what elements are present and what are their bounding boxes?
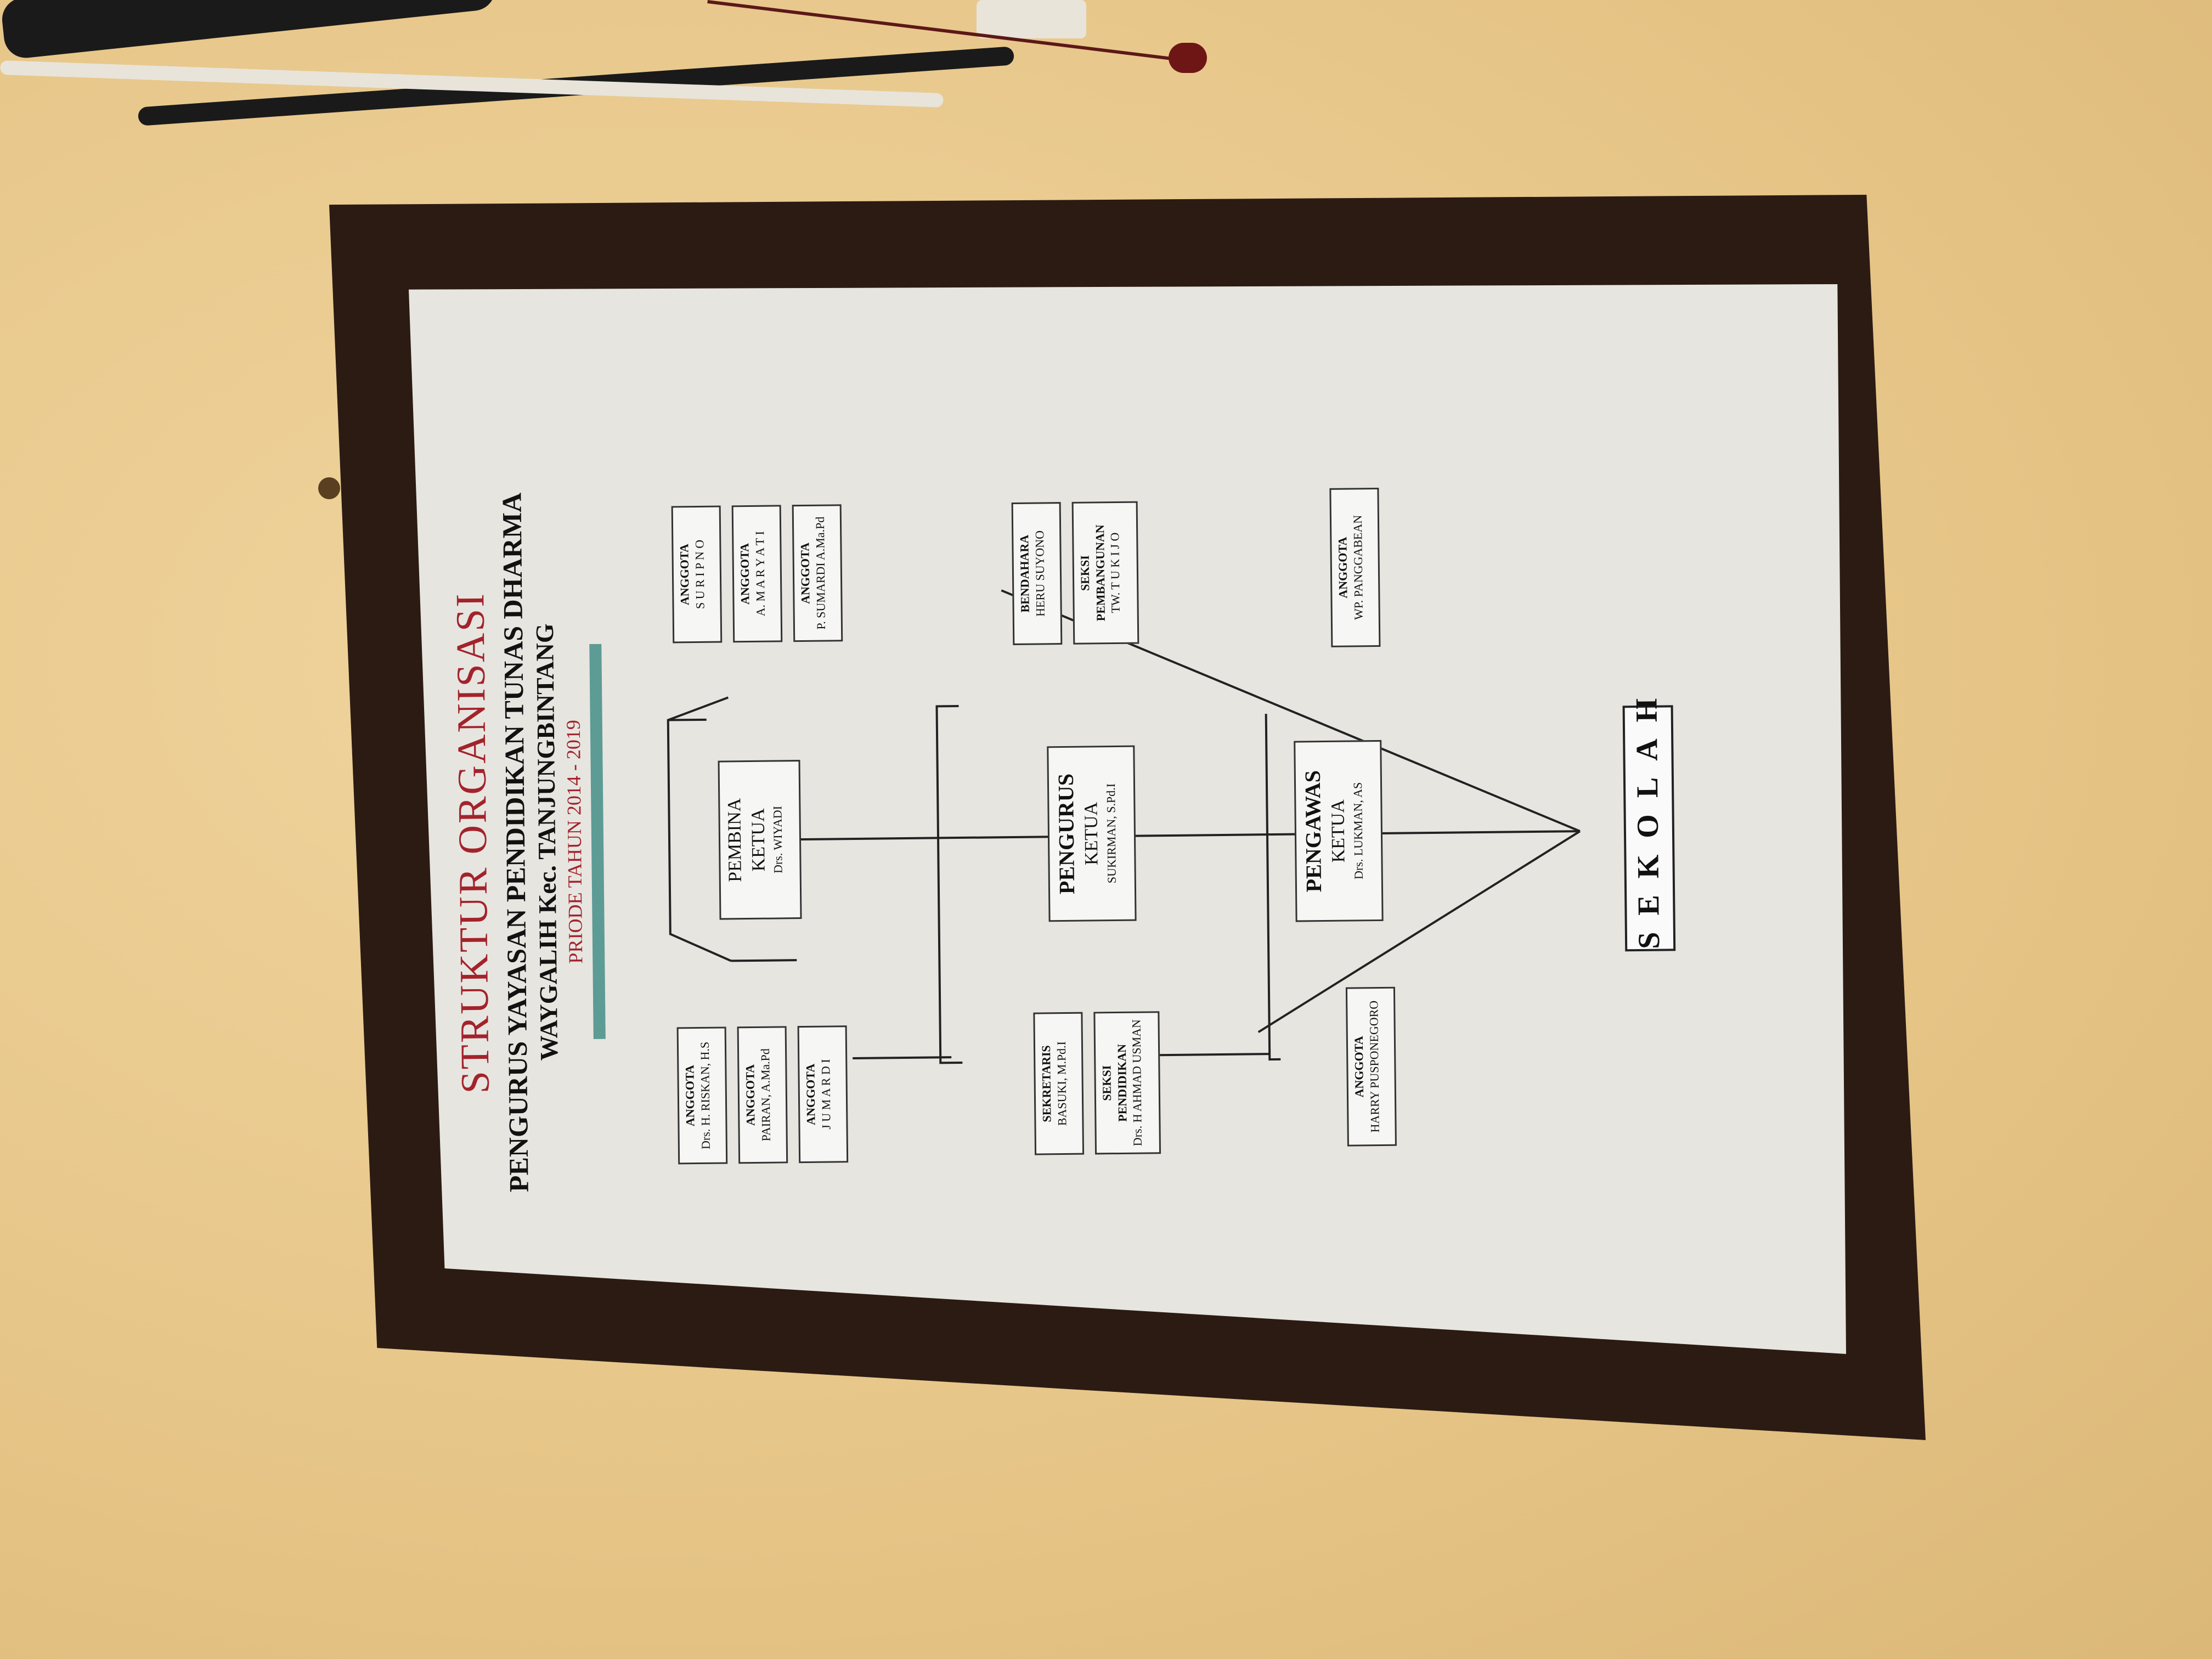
anggota-name: WP. PANGGABEAN bbox=[1350, 515, 1365, 620]
anggota-role: ANGGOTA bbox=[798, 542, 812, 605]
anggota-role: ANGGOTA bbox=[803, 1063, 818, 1126]
bendahara-name: HERU SUYONO bbox=[1032, 530, 1047, 617]
red-plug bbox=[1169, 43, 1207, 73]
pengurus-ketua-box: PENGURUS KETUA SUKIRMAN, S.Pd.I bbox=[1047, 745, 1137, 922]
seksi-role: SEKSI bbox=[1077, 555, 1092, 591]
seksi-pendidikan-box: SEKSI PENDIDIKAN Drs. H AHMAD USMAN bbox=[1093, 1011, 1161, 1155]
anggota-name: Drs. H. RISKAN, H.S bbox=[697, 1041, 713, 1150]
pengurus-ketua-label: KETUA bbox=[1081, 802, 1102, 866]
pengurus-label: PENGURUS bbox=[1053, 773, 1080, 895]
anggota-box: ANGGOTA Drs. H. RISKAN, H.S bbox=[676, 1026, 728, 1165]
seksi-role-detail: PEMBANGUNAN bbox=[1092, 524, 1108, 622]
sekolah-box: SEKOLAH bbox=[1622, 682, 1676, 952]
org-chart-poster: STRUKTUR ORGANISASI PENGURUS YAYASAN PEN… bbox=[407, 402, 1722, 1272]
sekretaris-name: BASUKI, M.Pd.I bbox=[1054, 1041, 1069, 1126]
pembina-ketua-label: KETUA bbox=[747, 808, 769, 872]
seksi-role: SEKSI bbox=[1099, 1065, 1114, 1101]
anggota-box: ANGGOTA P. SUMARDI A.Ma.Pd bbox=[792, 504, 843, 642]
anggota-name: S U R I P N O bbox=[692, 539, 707, 610]
anggota-box: ANGGOTA J U M A R D I bbox=[797, 1025, 849, 1164]
sekretaris-box: SEKRETARIS BASUKI, M.Pd.I bbox=[1033, 1012, 1085, 1155]
sekretaris-role: SEKRETARIS bbox=[1039, 1045, 1054, 1122]
anggota-box: ANGGOTA HARRY PUSPONEGORO bbox=[1345, 986, 1397, 1147]
anggota-role: ANGGOTA bbox=[1351, 1036, 1367, 1098]
pengawas-ketua-label: KETUA bbox=[1328, 799, 1349, 863]
pembina-label: PEMBINA bbox=[724, 798, 746, 882]
anggota-name: PAIRAN, A.Ma.Pd bbox=[758, 1048, 773, 1142]
anggota-role: ANGGOTA bbox=[677, 544, 692, 606]
pengawas-ketua-box: PENGAWAS KETUA Drs. LUKMAN, AS bbox=[1294, 740, 1384, 922]
frame-hook-top bbox=[318, 477, 340, 499]
anggota-box: ANGGOTA S U R I P N O bbox=[671, 505, 723, 644]
seksi-pembangunan-box: SEKSI PEMBANGUNAN TW. T U K I J O bbox=[1071, 501, 1139, 645]
pengurus-name: SUKIRMAN, S.Pd.I bbox=[1103, 783, 1119, 884]
anggota-role: ANGGOTA bbox=[1335, 537, 1350, 599]
anggota-box: ANGGOTA A. M A R Y A T I bbox=[731, 505, 783, 643]
anggota-box: ANGGOTA PAIRAN, A.Ma.Pd bbox=[737, 1026, 788, 1164]
anggota-box: ANGGOTA WP. PANGGABEAN bbox=[1329, 487, 1381, 647]
pengawas-name: Drs. LUKMAN, AS bbox=[1350, 782, 1365, 880]
bendahara-box: BENDAHARA HERU SUYONO bbox=[1011, 502, 1063, 645]
bendahara-role: BENDAHARA bbox=[1017, 534, 1032, 613]
anggota-role: ANGGOTA bbox=[737, 543, 752, 605]
pembina-ketua-box: PEMBINA KETUA Drs. WIYADI bbox=[718, 760, 802, 920]
anggota-name: A. M A R Y A T I bbox=[752, 531, 768, 617]
anggota-name: J U M A R D I bbox=[818, 1059, 833, 1130]
anggota-role: ANGGOTA bbox=[682, 1065, 697, 1127]
anggota-role: ANGGOTA bbox=[743, 1064, 758, 1126]
electric-box bbox=[977, 0, 1086, 38]
seksi-role-detail: PENDIDIKAN bbox=[1114, 1043, 1129, 1122]
seksi-name: Drs. H AHMAD USMAN bbox=[1129, 1019, 1144, 1147]
seksi-name: TW. T U K I J O bbox=[1108, 532, 1122, 613]
pengawas-label: PENGAWAS bbox=[1300, 770, 1327, 893]
anggota-name: HARRY PUSPONEGORO bbox=[1366, 1000, 1382, 1133]
anggota-name: P. SUMARDI A.Ma.Pd bbox=[812, 516, 828, 630]
pembina-name: Drs. WIYADI bbox=[770, 805, 785, 874]
